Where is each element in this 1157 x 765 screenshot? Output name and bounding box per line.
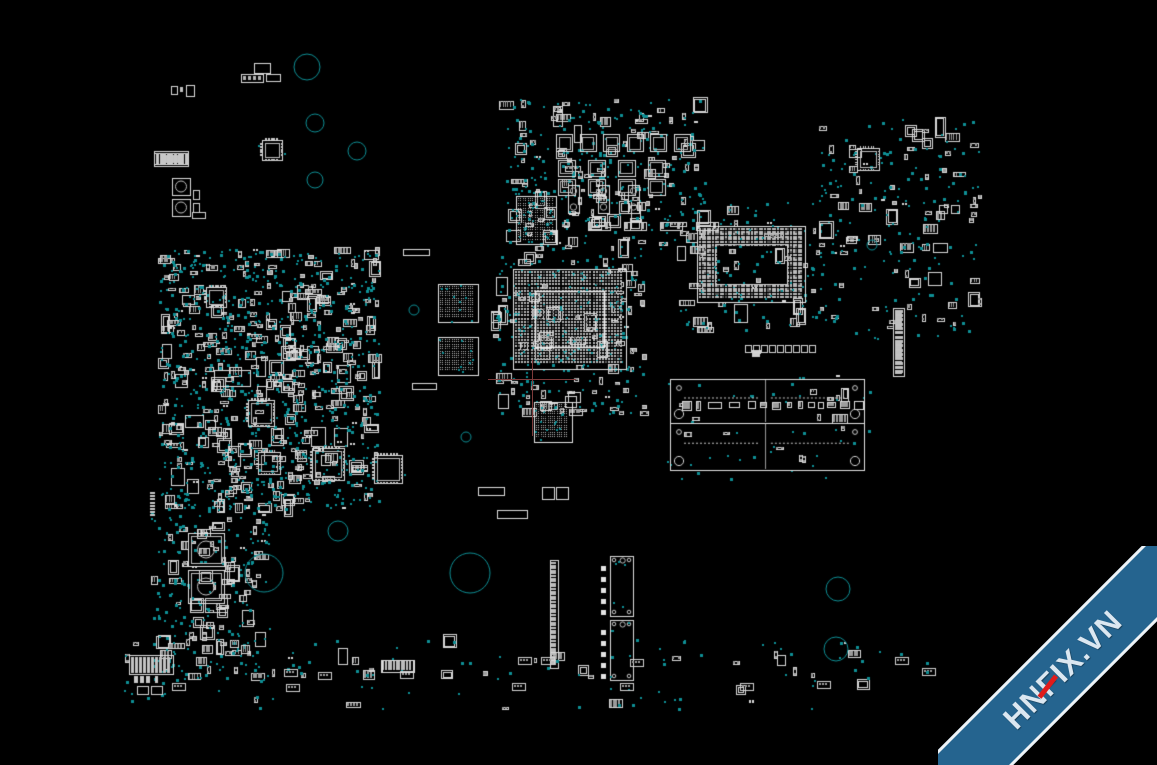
boardview-viewport[interactable]: HNFIX.VN	[0, 0, 1157, 765]
pcb-board-canvas[interactable]	[0, 0, 1157, 765]
